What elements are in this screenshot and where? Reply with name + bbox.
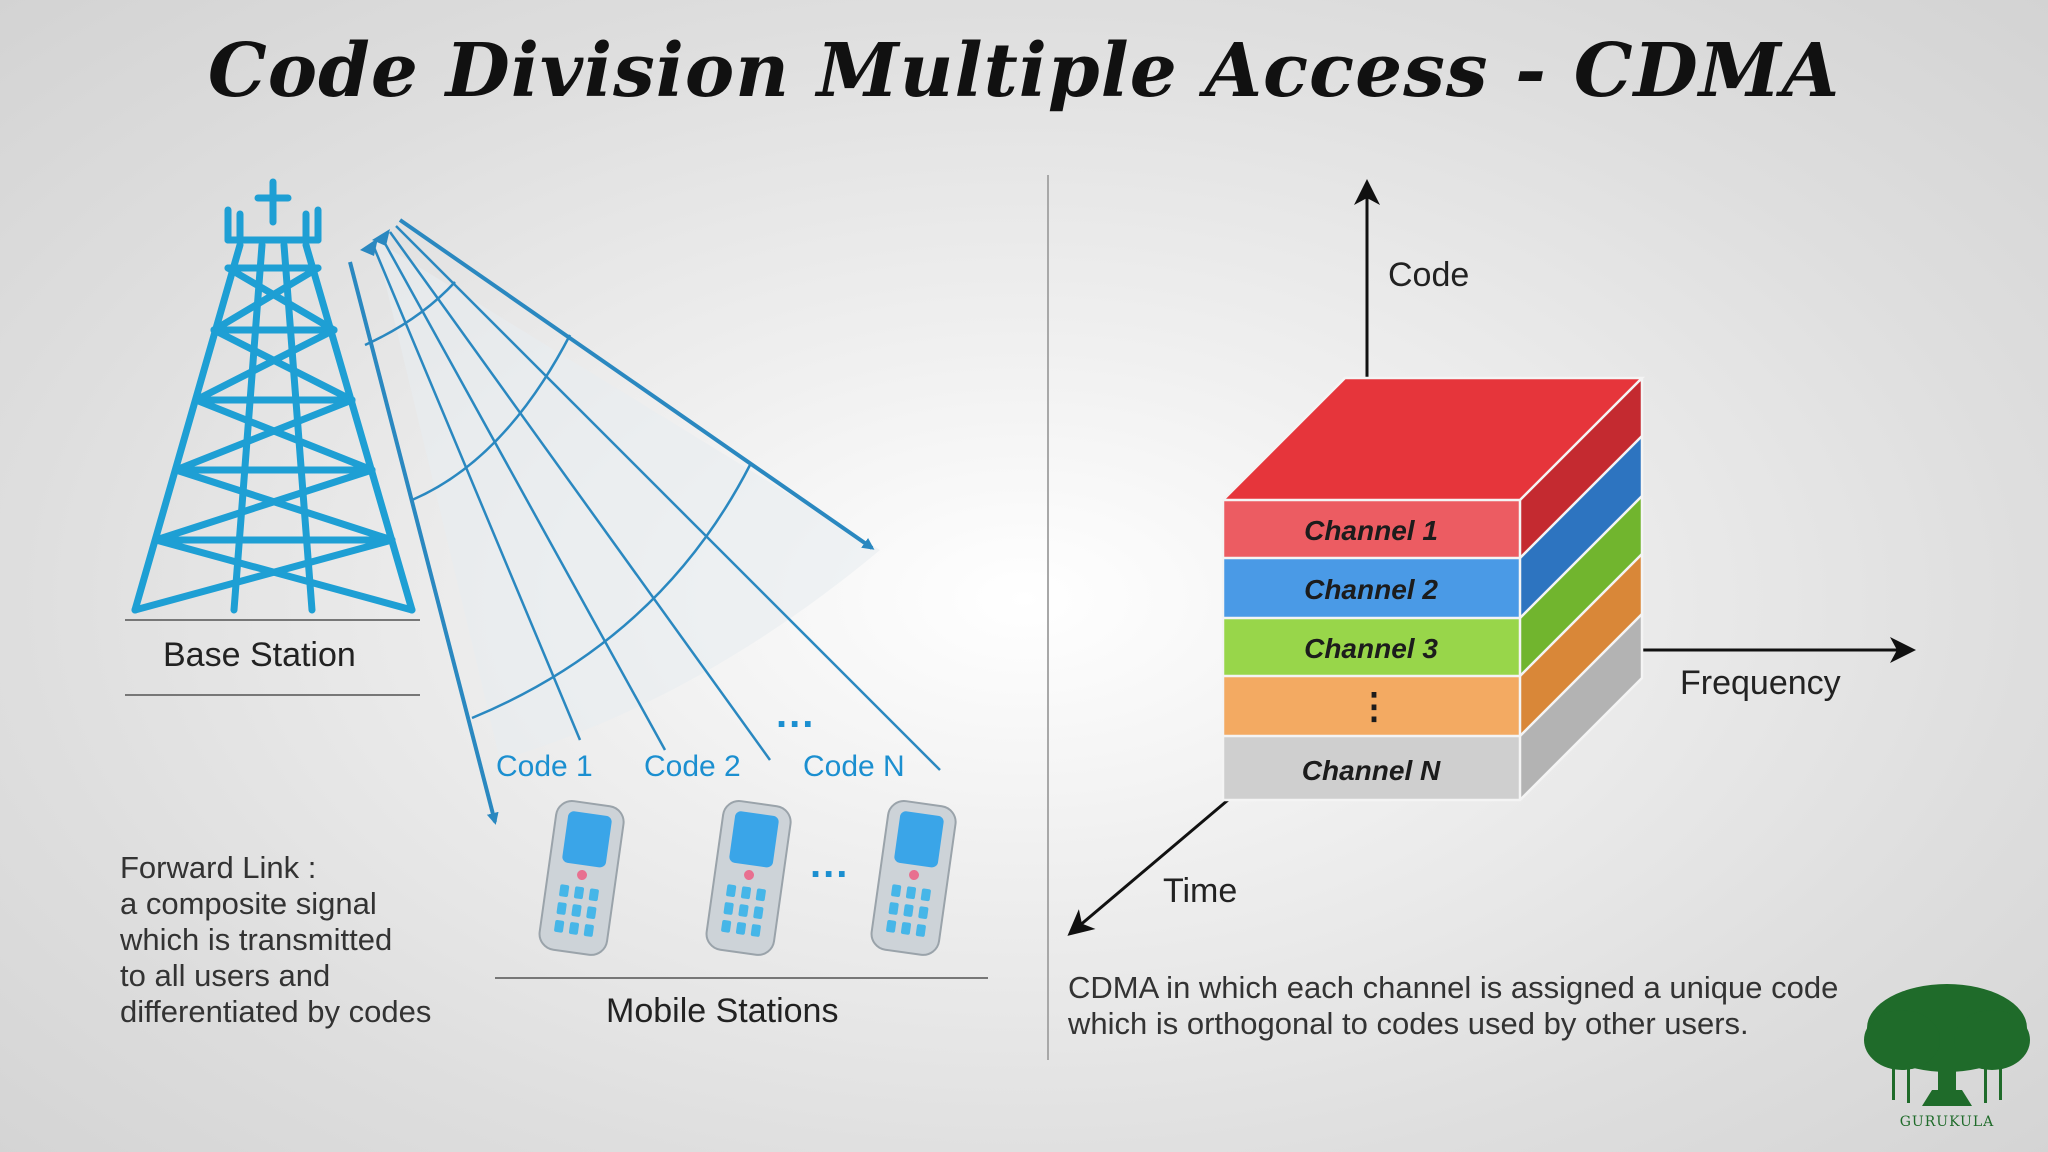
axis-label-time: Time — [1163, 872, 1238, 910]
cdma-note-line: which is orthogonal to codes used by oth… — [1068, 1006, 1749, 1041]
channel-label-1: Channel 1 — [1304, 515, 1438, 546]
code-label-1: Code 1 — [496, 750, 593, 783]
code-label-n: Code N — [803, 750, 905, 783]
channel-label-2: Channel 2 — [1304, 574, 1438, 605]
code-label-2: Code 2 — [644, 750, 741, 783]
axes — [1067, 179, 1916, 936]
page-title: Code Division Multiple Access - CDMA — [207, 28, 1841, 114]
mobile-stations-label: Mobile Stations — [606, 992, 839, 1030]
mobile-phone-icon-1 — [538, 800, 625, 956]
tower-icon — [131, 178, 416, 614]
forward-link-line: a composite signal — [120, 886, 377, 921]
phone-dots: ... — [810, 842, 850, 886]
axis-label-frequency: Frequency — [1680, 664, 1841, 702]
channel-3-face — [1223, 618, 1520, 676]
cdma-note: CDMA in which each channel is assigned a… — [1068, 970, 1838, 1042]
channel-label-3: Channel 3 — [1304, 633, 1438, 664]
forward-link-line: to all users and — [120, 958, 331, 993]
mobile-phone-icon-2 — [705, 800, 792, 956]
logo-text: GURUKULA — [1900, 1114, 1995, 1130]
code-dots: ... — [776, 692, 816, 736]
axis-label-code: Code — [1388, 256, 1470, 294]
base-station-label: Base Station — [163, 636, 356, 674]
channel-label-dots: ⋮ — [1356, 685, 1392, 726]
forward-link-line: which is transmitted — [120, 922, 393, 957]
channel-stack: Channel 1 Channel 2 Channel 3 ⋮ Channel … — [1221, 376, 1646, 802]
channel-n-face — [1223, 736, 1520, 800]
channel-1-face — [1223, 500, 1520, 558]
channel-label-n: Channel N — [1302, 755, 1441, 786]
cdma-note-line: CDMA in which each channel is assigned a… — [1068, 970, 1839, 1005]
forward-link-text: Forward Link : a composite signal which … — [120, 850, 431, 1030]
gurukula-logo: GURUKULA — [1864, 984, 2030, 1130]
forward-link-line: differentiated by codes — [120, 994, 432, 1029]
signal-beam — [348, 218, 941, 825]
forward-link-heading: Forward Link : — [120, 850, 317, 885]
channel-dots-face — [1223, 676, 1520, 736]
channel-2-face — [1223, 558, 1520, 618]
mobile-phone-icon-n — [870, 800, 957, 956]
